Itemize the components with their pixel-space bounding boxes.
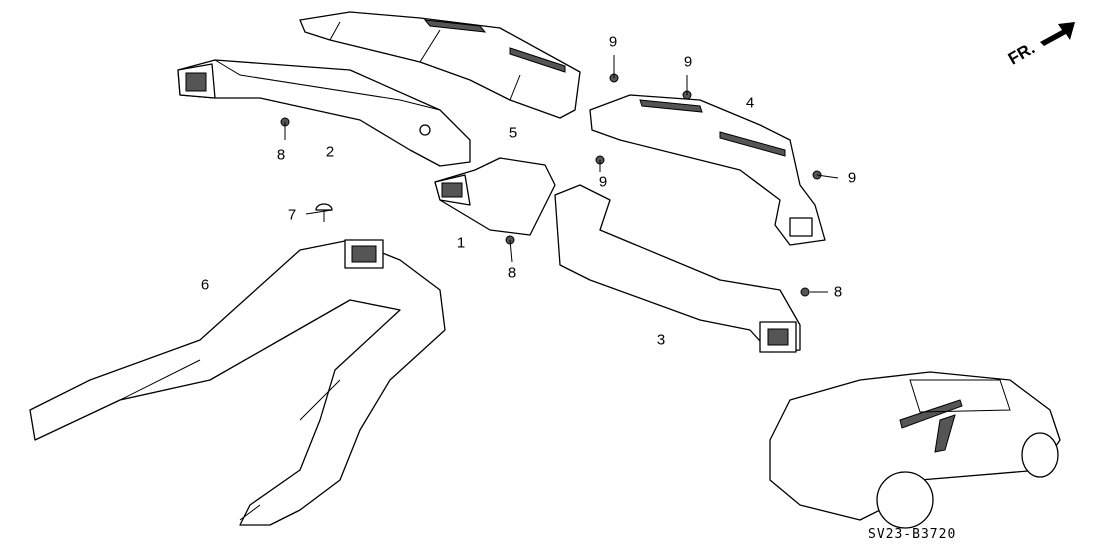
- part-1-connector-duct[interactable]: [434, 157, 556, 236]
- callout-9[interactable]: 9: [608, 33, 618, 51]
- callout-1[interactable]: 1: [456, 234, 466, 252]
- callout-9[interactable]: 9: [847, 169, 857, 187]
- diagram-code: SV23-B3720: [868, 527, 957, 542]
- part-2-left-duct[interactable]: [177, 59, 471, 167]
- callout-5[interactable]: 5: [508, 124, 518, 142]
- callout-8[interactable]: 8: [507, 264, 517, 282]
- part-6-floor-duct[interactable]: [29, 239, 446, 526]
- callout-8[interactable]: 8: [276, 146, 286, 164]
- callout-4[interactable]: 4: [745, 94, 755, 112]
- front-arrow-icon: [1040, 22, 1075, 46]
- fasteners: [280, 55, 839, 297]
- vehicle-location-inset: [769, 371, 1061, 529]
- part-5-vent-duct[interactable]: [299, 11, 581, 119]
- part-3-right-duct[interactable]: [554, 184, 801, 353]
- callout-9[interactable]: 9: [598, 173, 608, 191]
- callout-7[interactable]: 7: [287, 206, 297, 224]
- callout-6[interactable]: 6: [200, 276, 210, 294]
- callout-2[interactable]: 2: [325, 143, 335, 161]
- callout-9[interactable]: 9: [683, 53, 693, 71]
- callout-3[interactable]: 3: [656, 331, 666, 349]
- callout-8[interactable]: 8: [833, 283, 843, 301]
- part-4-vent-duct[interactable]: [589, 94, 826, 246]
